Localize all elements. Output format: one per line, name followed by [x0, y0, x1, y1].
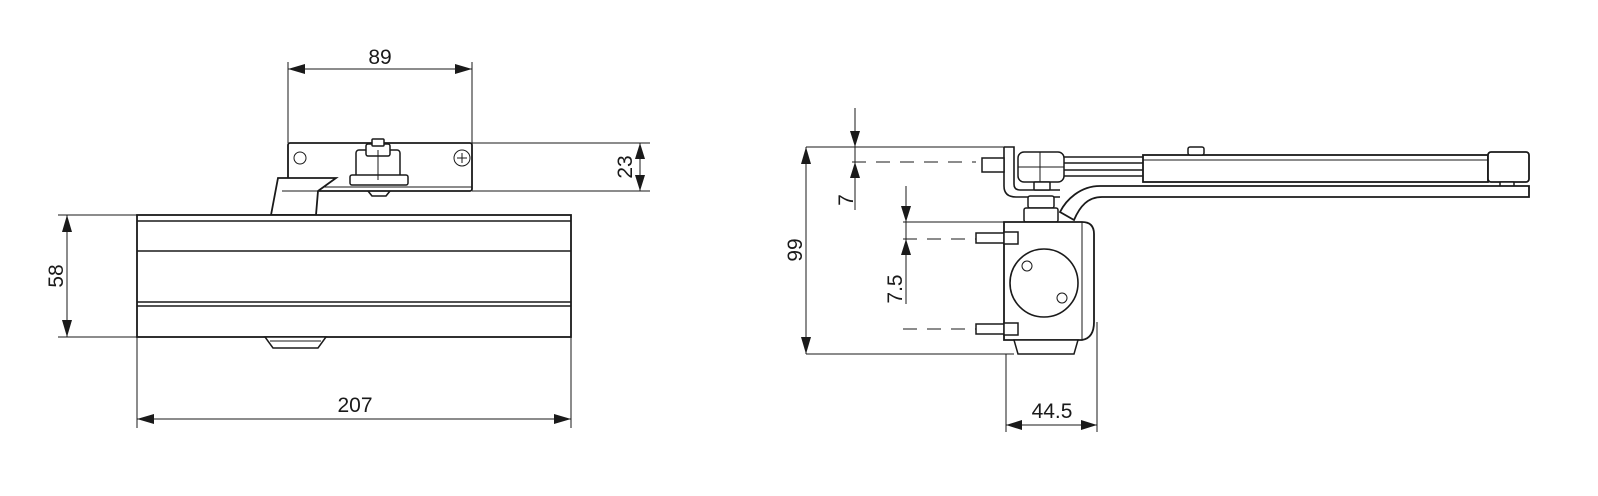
- dimension-label: 7.5: [884, 274, 907, 303]
- dimension-mid-offset: 7.5: [884, 186, 1004, 304]
- arm-link: [269, 177, 339, 216]
- phillips-screw-icon: [453, 149, 471, 167]
- dimension-top-offset: 7: [806, 108, 1004, 210]
- bracket-side: [981, 146, 1065, 223]
- front-view: 89 23 58 207: [45, 46, 650, 428]
- dimension-label: 7: [835, 194, 858, 206]
- closer-body-side: [975, 221, 1095, 355]
- closer-body: [136, 214, 572, 349]
- dimension-body-length: 207: [136, 337, 572, 428]
- dimension-bracket-height: 23: [472, 142, 650, 192]
- dimension-total-height: 99: [784, 147, 1014, 355]
- dimension-label: 207: [337, 394, 372, 417]
- forearm: [1058, 185, 1530, 222]
- side-view: 7 99 7.5 44.5: [784, 108, 1530, 432]
- pinion-circle: [1009, 248, 1079, 318]
- main-arm: [1060, 146, 1530, 189]
- dimension-label: 23: [614, 155, 637, 178]
- bracket-screw-hole-left: [293, 151, 307, 165]
- adjustment-valve: [263, 336, 328, 349]
- dimension-label: 44.5: [1032, 400, 1073, 423]
- dimension-label: 99: [784, 238, 807, 261]
- dimension-bracket-width: 89: [287, 46, 473, 143]
- dimension-label: 58: [45, 264, 68, 287]
- dimension-body-height: 58: [45, 214, 137, 338]
- dimension-body-depth: 44.5: [1005, 322, 1098, 432]
- dimension-label: 89: [368, 46, 391, 69]
- center-lines: [852, 161, 976, 330]
